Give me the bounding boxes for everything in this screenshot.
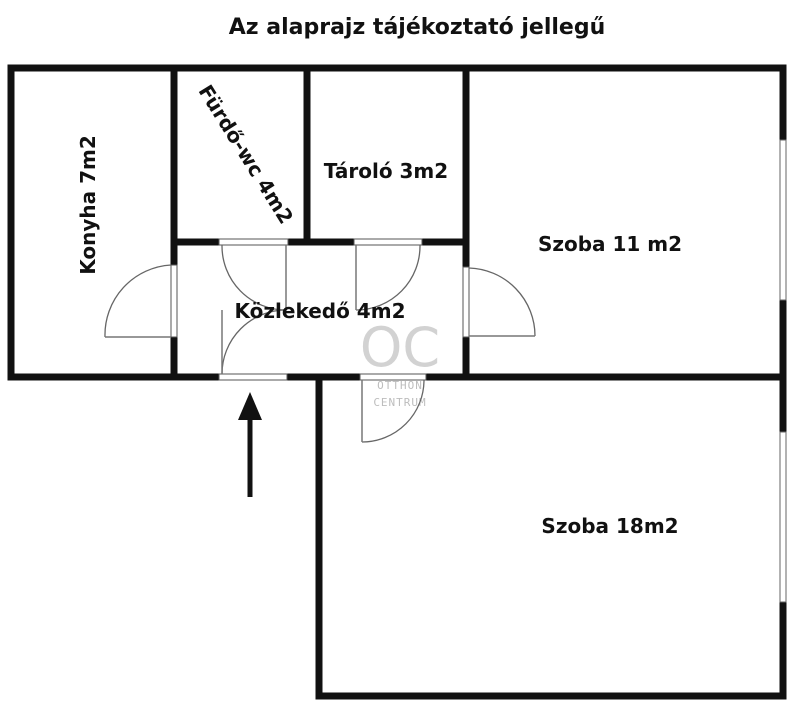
window-room-large [779,431,787,603]
watermark-line1: OTTHON [377,379,423,392]
room-label-kitchen: Konyha 7m2 [76,135,100,275]
watermark-logo-letters: OC [360,316,440,379]
door-kitchen [104,264,178,338]
window-room-small [779,139,787,301]
plan-title: Az alaprajz tájékoztató jellegű [229,15,605,40]
watermark-logo: OC OTTHON CENTRUM [360,316,440,409]
watermark-line2: CENTRUM [373,396,426,409]
windows [779,139,787,603]
door-room-small [462,266,536,338]
entrance-arrow-icon [238,392,262,497]
door-bathroom [218,238,289,311]
room-label-hallway: Közlekedő 4m2 [235,299,406,323]
door-storage [353,238,423,311]
room-label-bathroom: Fürdő-wc 4m2 [194,80,299,228]
doors [104,238,536,443]
door-room-large [359,373,427,443]
room-label-storage: Tároló 3m2 [324,159,448,183]
room-label-room-large: Szoba 18m2 [541,514,678,538]
door-entrance [218,309,288,381]
room-label-room-small: Szoba 11 m2 [538,232,682,256]
